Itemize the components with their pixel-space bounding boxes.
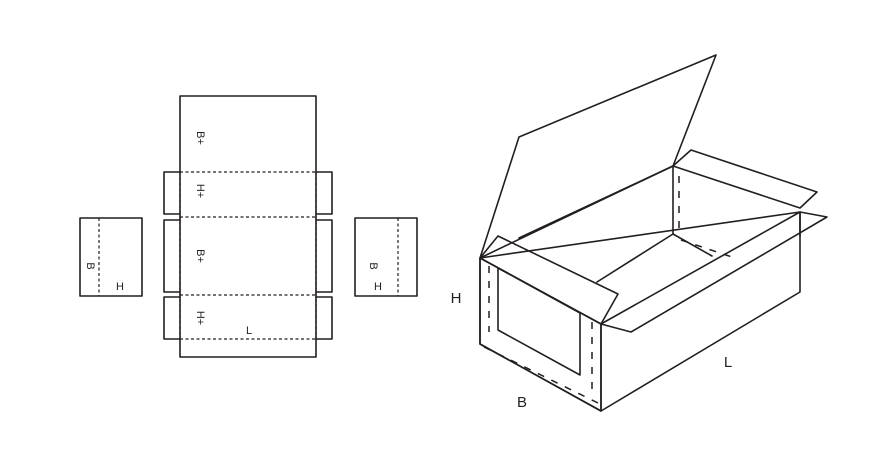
box-lid (479, 54, 717, 259)
left-end-height-label: H (116, 281, 124, 293)
right-end-outline (354, 217, 418, 297)
tab-middle-left (163, 219, 181, 293)
central-strip-outline (179, 95, 317, 358)
front-end-flap (479, 235, 619, 325)
tab-upper-right (315, 171, 333, 215)
middle-panel-label: B+ (194, 249, 206, 263)
tab-lower-left (163, 296, 181, 340)
inner-floor-edge (596, 233, 674, 283)
box-height-label: H (451, 290, 462, 307)
lower-band-length-label: L (246, 325, 252, 337)
back-floor-stitches (680, 239, 736, 259)
tab-lower-right (315, 296, 333, 340)
top-flap-label: B+ (194, 131, 206, 145)
right-end-piece: B H (354, 217, 418, 297)
tab-middle-right (315, 219, 333, 293)
box-length-label: L (724, 354, 732, 371)
back-side-flap (672, 149, 818, 209)
lower-band-label: H+ (194, 311, 206, 325)
front-end-window (497, 267, 581, 376)
box-body-outline (479, 211, 801, 412)
inner-floor-back (672, 233, 713, 257)
left-end-piece: B H (79, 217, 143, 297)
upper-band-label: H+ (194, 184, 206, 198)
right-end-width-label: B (367, 262, 379, 269)
left-end-width-label: B (84, 262, 96, 269)
right-end-height-label: H (374, 281, 382, 293)
front-bottom-stitches (483, 346, 599, 404)
front-side-flap (600, 211, 828, 333)
box-width-label: B (517, 394, 527, 411)
inner-top-rim (518, 165, 674, 239)
tab-upper-left (163, 171, 181, 215)
left-end-outline (79, 217, 143, 297)
flat-blank: B+ H+ B+ H+ L (163, 95, 333, 358)
assembled-box: H B L (451, 54, 828, 412)
